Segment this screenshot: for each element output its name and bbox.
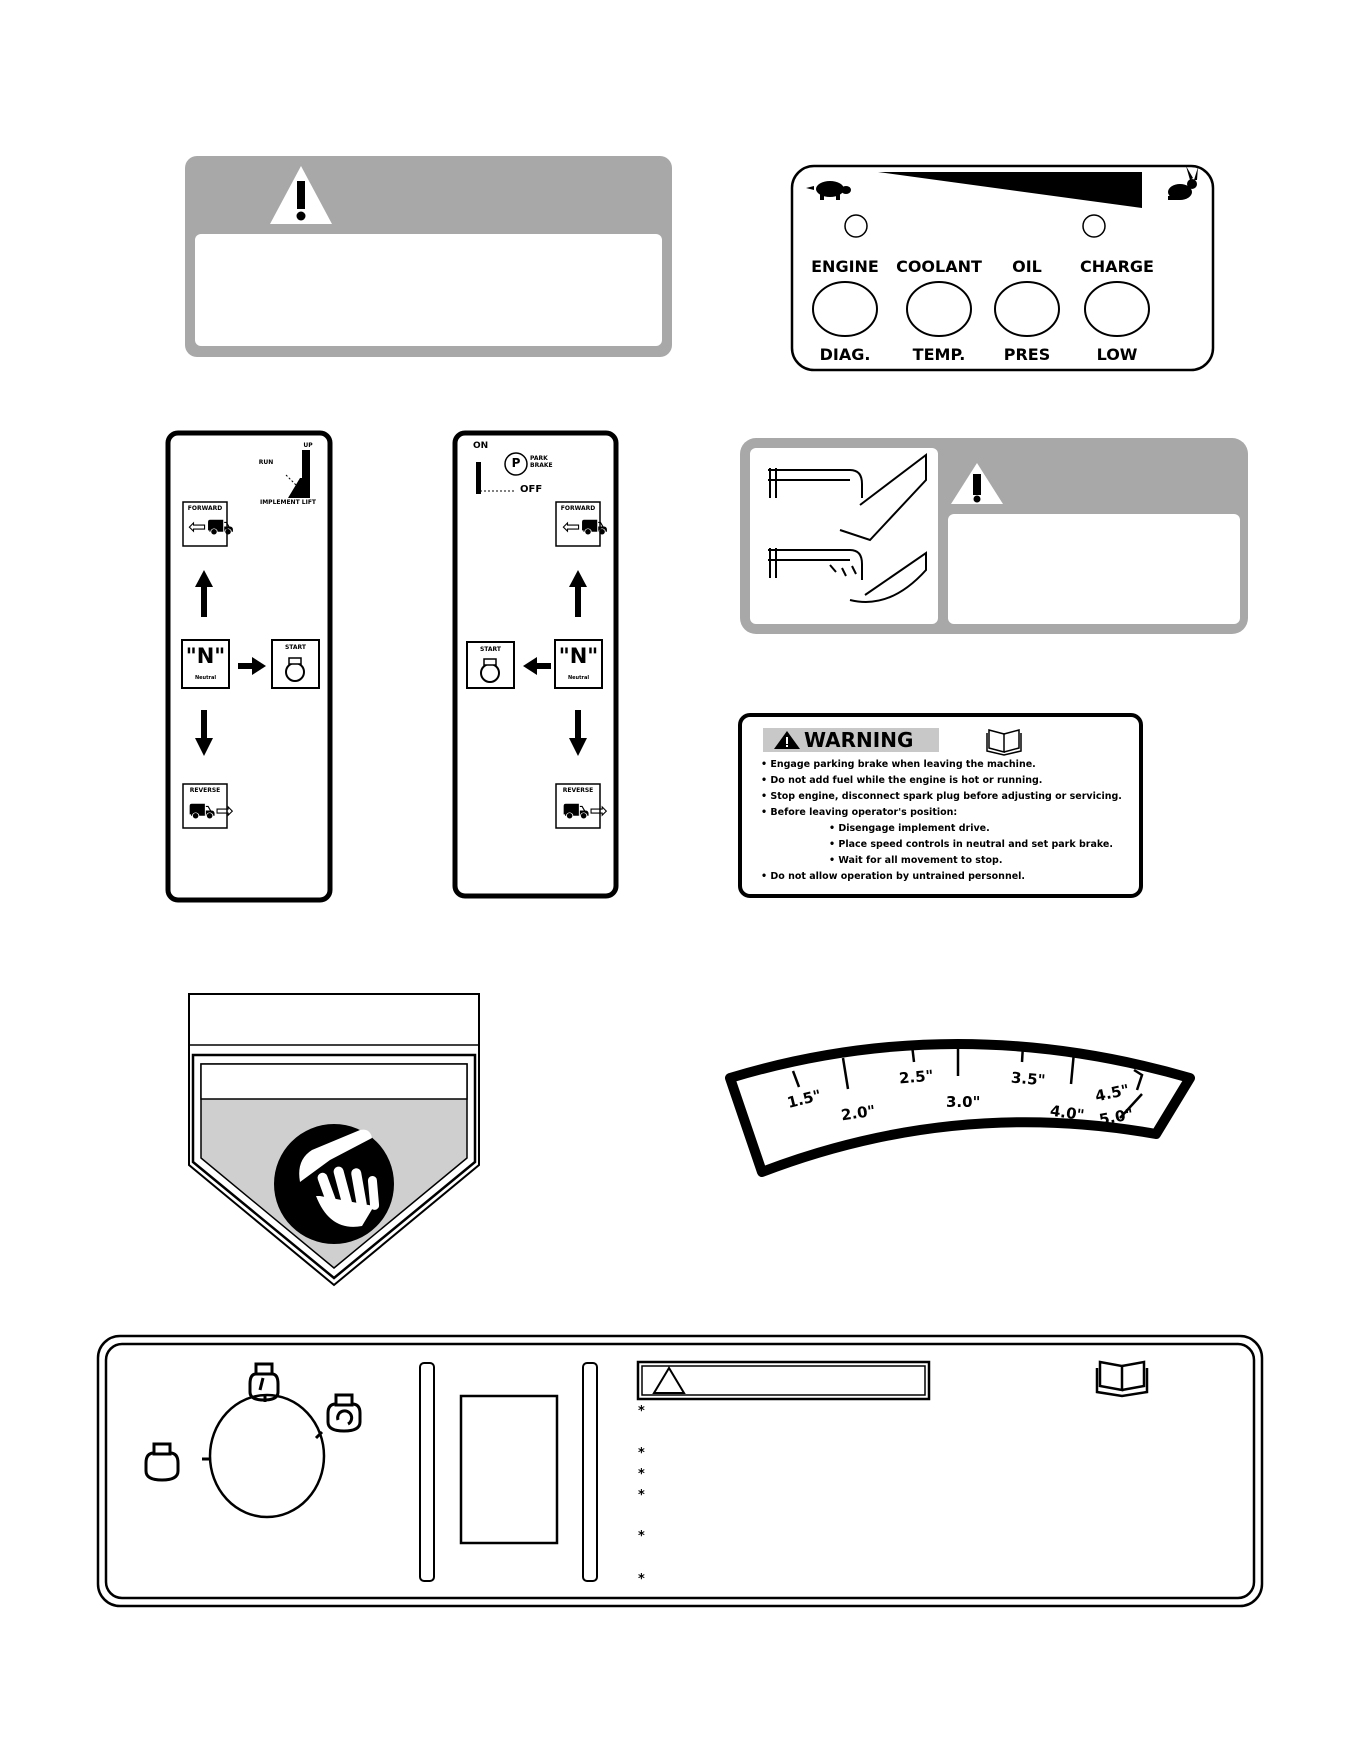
rabbit-icon [1168,166,1198,200]
left-shift-decal [165,430,333,903]
panel-bullet-4: * [638,1488,645,1503]
neutral-label-right: "N" [558,644,599,668]
tractor-reverse-icon: ⛟⇨ [188,798,235,823]
pres-label: PRES [1003,345,1051,364]
charge-label: CHARGE [1080,257,1154,276]
warning-line-5: • Disengage implement drive. [829,823,990,834]
height-gauge-decal [725,1039,1195,1177]
neutral-label-left: "N" [185,644,226,668]
implement-lift-label: IMPLEMENT LIFT [259,499,317,506]
start-label-right: START [479,646,502,653]
panel-bullet-5: * [638,1529,645,1544]
gauge-label-2-5: 2.5" [898,1066,935,1088]
lift-run-label: RUN [258,459,274,466]
low-label: LOW [1096,345,1138,364]
park-symbol: P [511,456,521,470]
panel-bullet-1: * [638,1404,645,1419]
temp-label: TEMP. [912,345,966,364]
manual-book-icon [986,729,1022,756]
cutting-hazard-decal [740,438,1248,634]
neutral-sub-right: Neutral [567,675,590,681]
speed-wedge [878,172,1142,208]
turtle-icon [806,181,851,200]
coolant-label: COOLANT [896,257,982,276]
warning-title: WARNING [804,728,914,752]
park-brake-label: PARK BRAKE [530,455,553,469]
display-window [459,1394,559,1545]
warning-line-2: • Do not add fuel while the engine is ho… [761,775,1043,786]
forward-label-right: FORWARD [560,505,596,512]
engine-off-icon [144,1442,180,1482]
reverse-label-right: REVERSE [562,787,594,794]
warning-decal [738,713,1143,898]
lift-up-label: UP [303,442,313,449]
warning-line-3: • Stop engine, disconnect spark plug bef… [761,791,1122,802]
oil-label: OIL [1012,257,1042,276]
warning-line-4: • Before leaving operator's position: [761,807,958,818]
neutral-sub-left: Neutral [194,675,217,681]
caution-triangle-icon [652,1366,686,1394]
tractor-reverse-icon: ⛟⇨ [562,798,609,823]
warning-line-1: • Engage parking brake when leaving the … [761,759,1036,770]
engine-start-icon [326,1393,362,1433]
tractor-forward-icon: ⇦⛟ [188,514,235,539]
panel-bullet-3: * [638,1467,645,1482]
tractor-forward-icon: ⇦⛟ [562,514,609,539]
warning-line-6: • Place speed controls in neutral and se… [829,839,1113,850]
engine-run-icon [248,1362,280,1402]
gauge-label-3-5: 3.5" [1010,1068,1047,1090]
panel-bullet-6: * [638,1572,645,1587]
engine-label: ENGINE [811,257,879,276]
control-panel-decal [96,1334,1264,1608]
manual-book-icon [1095,1360,1149,1398]
right-shift-decal [452,430,619,899]
on-label: ON [473,441,489,451]
off-label: OFF [520,484,543,495]
warning-line-8: • Do not allow operation by untrained pe… [761,871,1026,882]
start-label-left: START [284,644,307,651]
warning-line-7: • Wait for all movement to stop. [829,855,1003,866]
reverse-label-left: REVERSE [189,787,221,794]
caution-decal-top [185,156,672,357]
hand-hazard-decal [188,993,480,1287]
indicator-panel-decal [790,164,1215,372]
ignition-dial [208,1393,326,1519]
forward-label-left: FORWARD [187,505,223,512]
gauge-label-3-0: 3.0" [946,1093,981,1111]
panel-bullet-2: * [638,1446,645,1461]
diag-label: DIAG. [819,345,871,364]
